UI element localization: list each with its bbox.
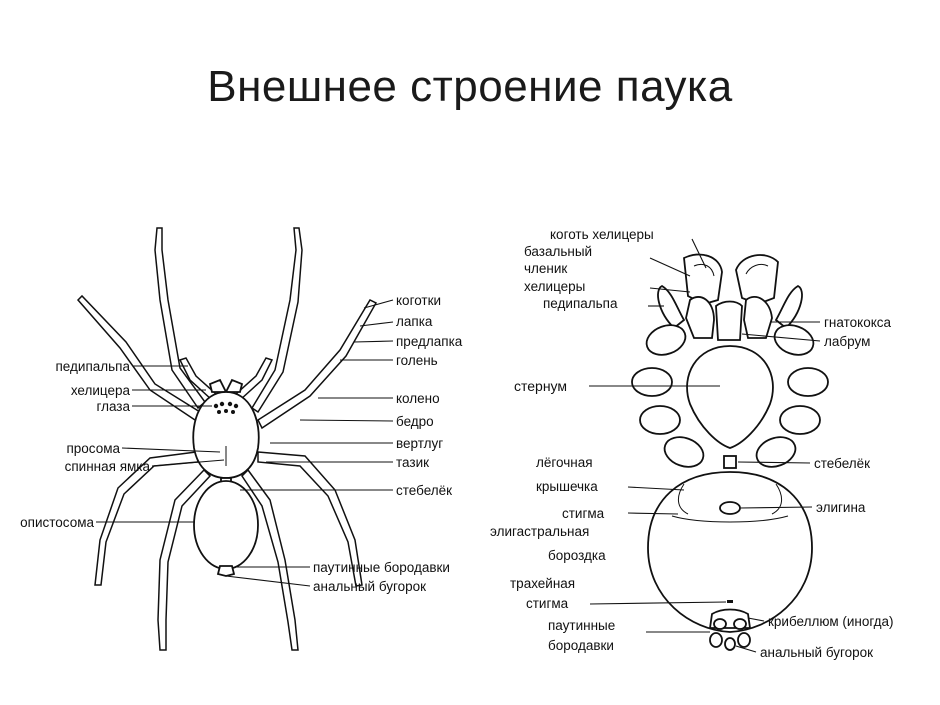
spinneret-4 xyxy=(737,632,751,648)
label-pedicel: стебелёк xyxy=(396,483,452,498)
gnathocoxa-left xyxy=(685,296,715,339)
label-anal-tubercle-ventral: анальный бугорок xyxy=(760,645,873,660)
label-trochanter: вертлуг xyxy=(396,436,443,451)
labrum xyxy=(715,300,743,341)
label-coxa: тазик xyxy=(396,455,429,470)
left-leader-lines xyxy=(96,299,394,587)
dorsal-spider-drawing xyxy=(76,227,378,651)
label-spinnerets-line2: бородавки xyxy=(548,638,614,653)
chelicera-right xyxy=(224,378,244,393)
leg-r3 xyxy=(257,451,363,587)
label-basal-line2: членик xyxy=(524,261,567,276)
coxa-l1 xyxy=(645,324,687,356)
opisthosoma xyxy=(193,480,259,570)
leg-r1 xyxy=(250,227,303,414)
label-epigastric-line2: бороздка xyxy=(548,548,606,563)
fang-left xyxy=(693,263,715,277)
right-leader-lines xyxy=(589,238,821,653)
opisthosoma-ventral xyxy=(647,471,813,633)
label-chelicera: хелицера xyxy=(71,383,131,398)
label-pedipalp: педипальпа xyxy=(56,359,131,374)
label-prosoma: просома xyxy=(66,441,120,456)
label-epigastric-line1: элигастральная xyxy=(490,524,589,539)
label-claws: коготки xyxy=(396,293,441,308)
label-femur: бедро xyxy=(396,414,434,429)
leg-l2 xyxy=(76,294,202,422)
label-lung-line1: лёгочная xyxy=(536,455,593,470)
right-labels: коготь хелицеры базальный членик хелицер… xyxy=(490,227,894,660)
pedipalp-coxa-right xyxy=(774,284,803,330)
fang-right xyxy=(745,263,769,275)
pedipalp-coxa-left xyxy=(657,284,686,330)
coxa-r3 xyxy=(779,405,821,435)
tracheal-stigma xyxy=(727,600,733,603)
label-spinnerets: паутинные бородавки xyxy=(313,560,450,575)
spinneret-2 xyxy=(733,618,747,630)
label-tracheal-line2: стигма xyxy=(526,596,569,611)
diagram-title: Внешнее строение паука xyxy=(207,62,733,111)
label-gnathocoxa: гнатококса xyxy=(824,315,892,330)
label-dorsal-groove: спинная ямка xyxy=(65,459,151,474)
leg-l1 xyxy=(154,227,207,410)
spinneret-3 xyxy=(709,632,723,648)
label-pedicel-ventral: стебелёк xyxy=(814,456,870,471)
label-metatarsus: предлапка xyxy=(396,334,463,349)
label-tarsus: лапка xyxy=(396,314,433,329)
leg-l4 xyxy=(157,468,212,651)
label-labrum: лабрум xyxy=(824,334,870,349)
epigastric-furrow xyxy=(671,515,789,523)
label-tracheal-line1: трахейная xyxy=(510,576,575,591)
label-tibia: голень xyxy=(396,353,438,368)
label-opisthosoma: опистосома xyxy=(20,515,94,530)
coxa-l4 xyxy=(663,436,705,468)
ventral-spider-drawing xyxy=(631,253,829,651)
label-lung-line2: крышечка xyxy=(536,479,598,494)
label-pedipalp-ventral: педипальпа xyxy=(543,296,618,311)
label-chelicera-claw: коготь хелицеры xyxy=(550,227,654,242)
lung-cover-left xyxy=(678,483,689,515)
gnathocoxa-right xyxy=(743,296,773,339)
coxa-l3 xyxy=(639,405,681,435)
label-basal-line3: хелицеры xyxy=(524,279,585,294)
pedicel-ventral xyxy=(723,455,737,469)
epigyne xyxy=(719,501,741,515)
left-labels: коготки лапка предлапка голень колено бе… xyxy=(20,293,463,594)
label-stigma: стигма xyxy=(562,506,605,521)
chelicera-left xyxy=(208,378,228,393)
eyes-cluster xyxy=(213,401,239,414)
label-eyes: глаза xyxy=(96,399,130,414)
label-anal-tubercle: анальный бугорок xyxy=(313,579,426,594)
leg-r2 xyxy=(257,299,378,430)
leg-r4 xyxy=(241,468,299,651)
spinnerets-dorsal xyxy=(216,565,236,577)
sternum xyxy=(686,345,774,449)
coxa-r1 xyxy=(773,324,815,356)
lung-cover-right xyxy=(771,483,782,515)
label-sternum: стернум xyxy=(514,378,567,394)
label-cribellum: крибеллюм (иногда) xyxy=(768,614,894,629)
label-patella: колено xyxy=(396,391,440,406)
coxa-r4 xyxy=(755,436,797,468)
spinneret-1 xyxy=(713,618,727,630)
anal-tubercle-ventral xyxy=(724,637,736,651)
coxa-l2 xyxy=(631,367,673,397)
label-basal-line1: базальный xyxy=(524,244,592,259)
label-epigyne: элигина xyxy=(816,500,866,515)
label-spinnerets-line1: паутинные xyxy=(548,618,615,633)
coxa-r2 xyxy=(787,367,829,397)
